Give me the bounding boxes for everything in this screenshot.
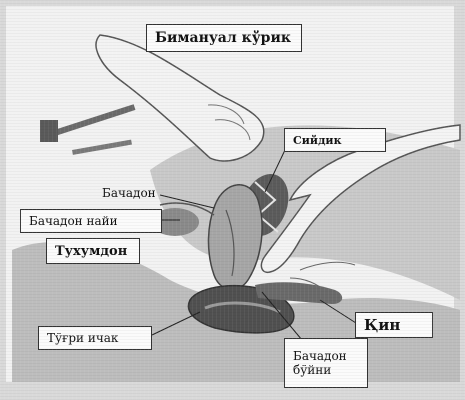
label-cervix-line2: бўйни [293,363,331,377]
label-cervix: Бачадон бўйни [284,338,368,388]
label-rectum: Тўғри ичак [38,326,152,350]
label-bimanual-exam: Бимануал кўрик [146,24,302,52]
label-ovary: Тухумдон [46,238,140,264]
label-uterus: Бачадон [102,186,156,200]
label-urine: Сийдик [284,128,386,152]
label-vagina: Қин [355,312,433,338]
label-uterine-tube: Бачадон найи [20,209,162,233]
label-cervix-line1: Бачадон [293,349,347,363]
